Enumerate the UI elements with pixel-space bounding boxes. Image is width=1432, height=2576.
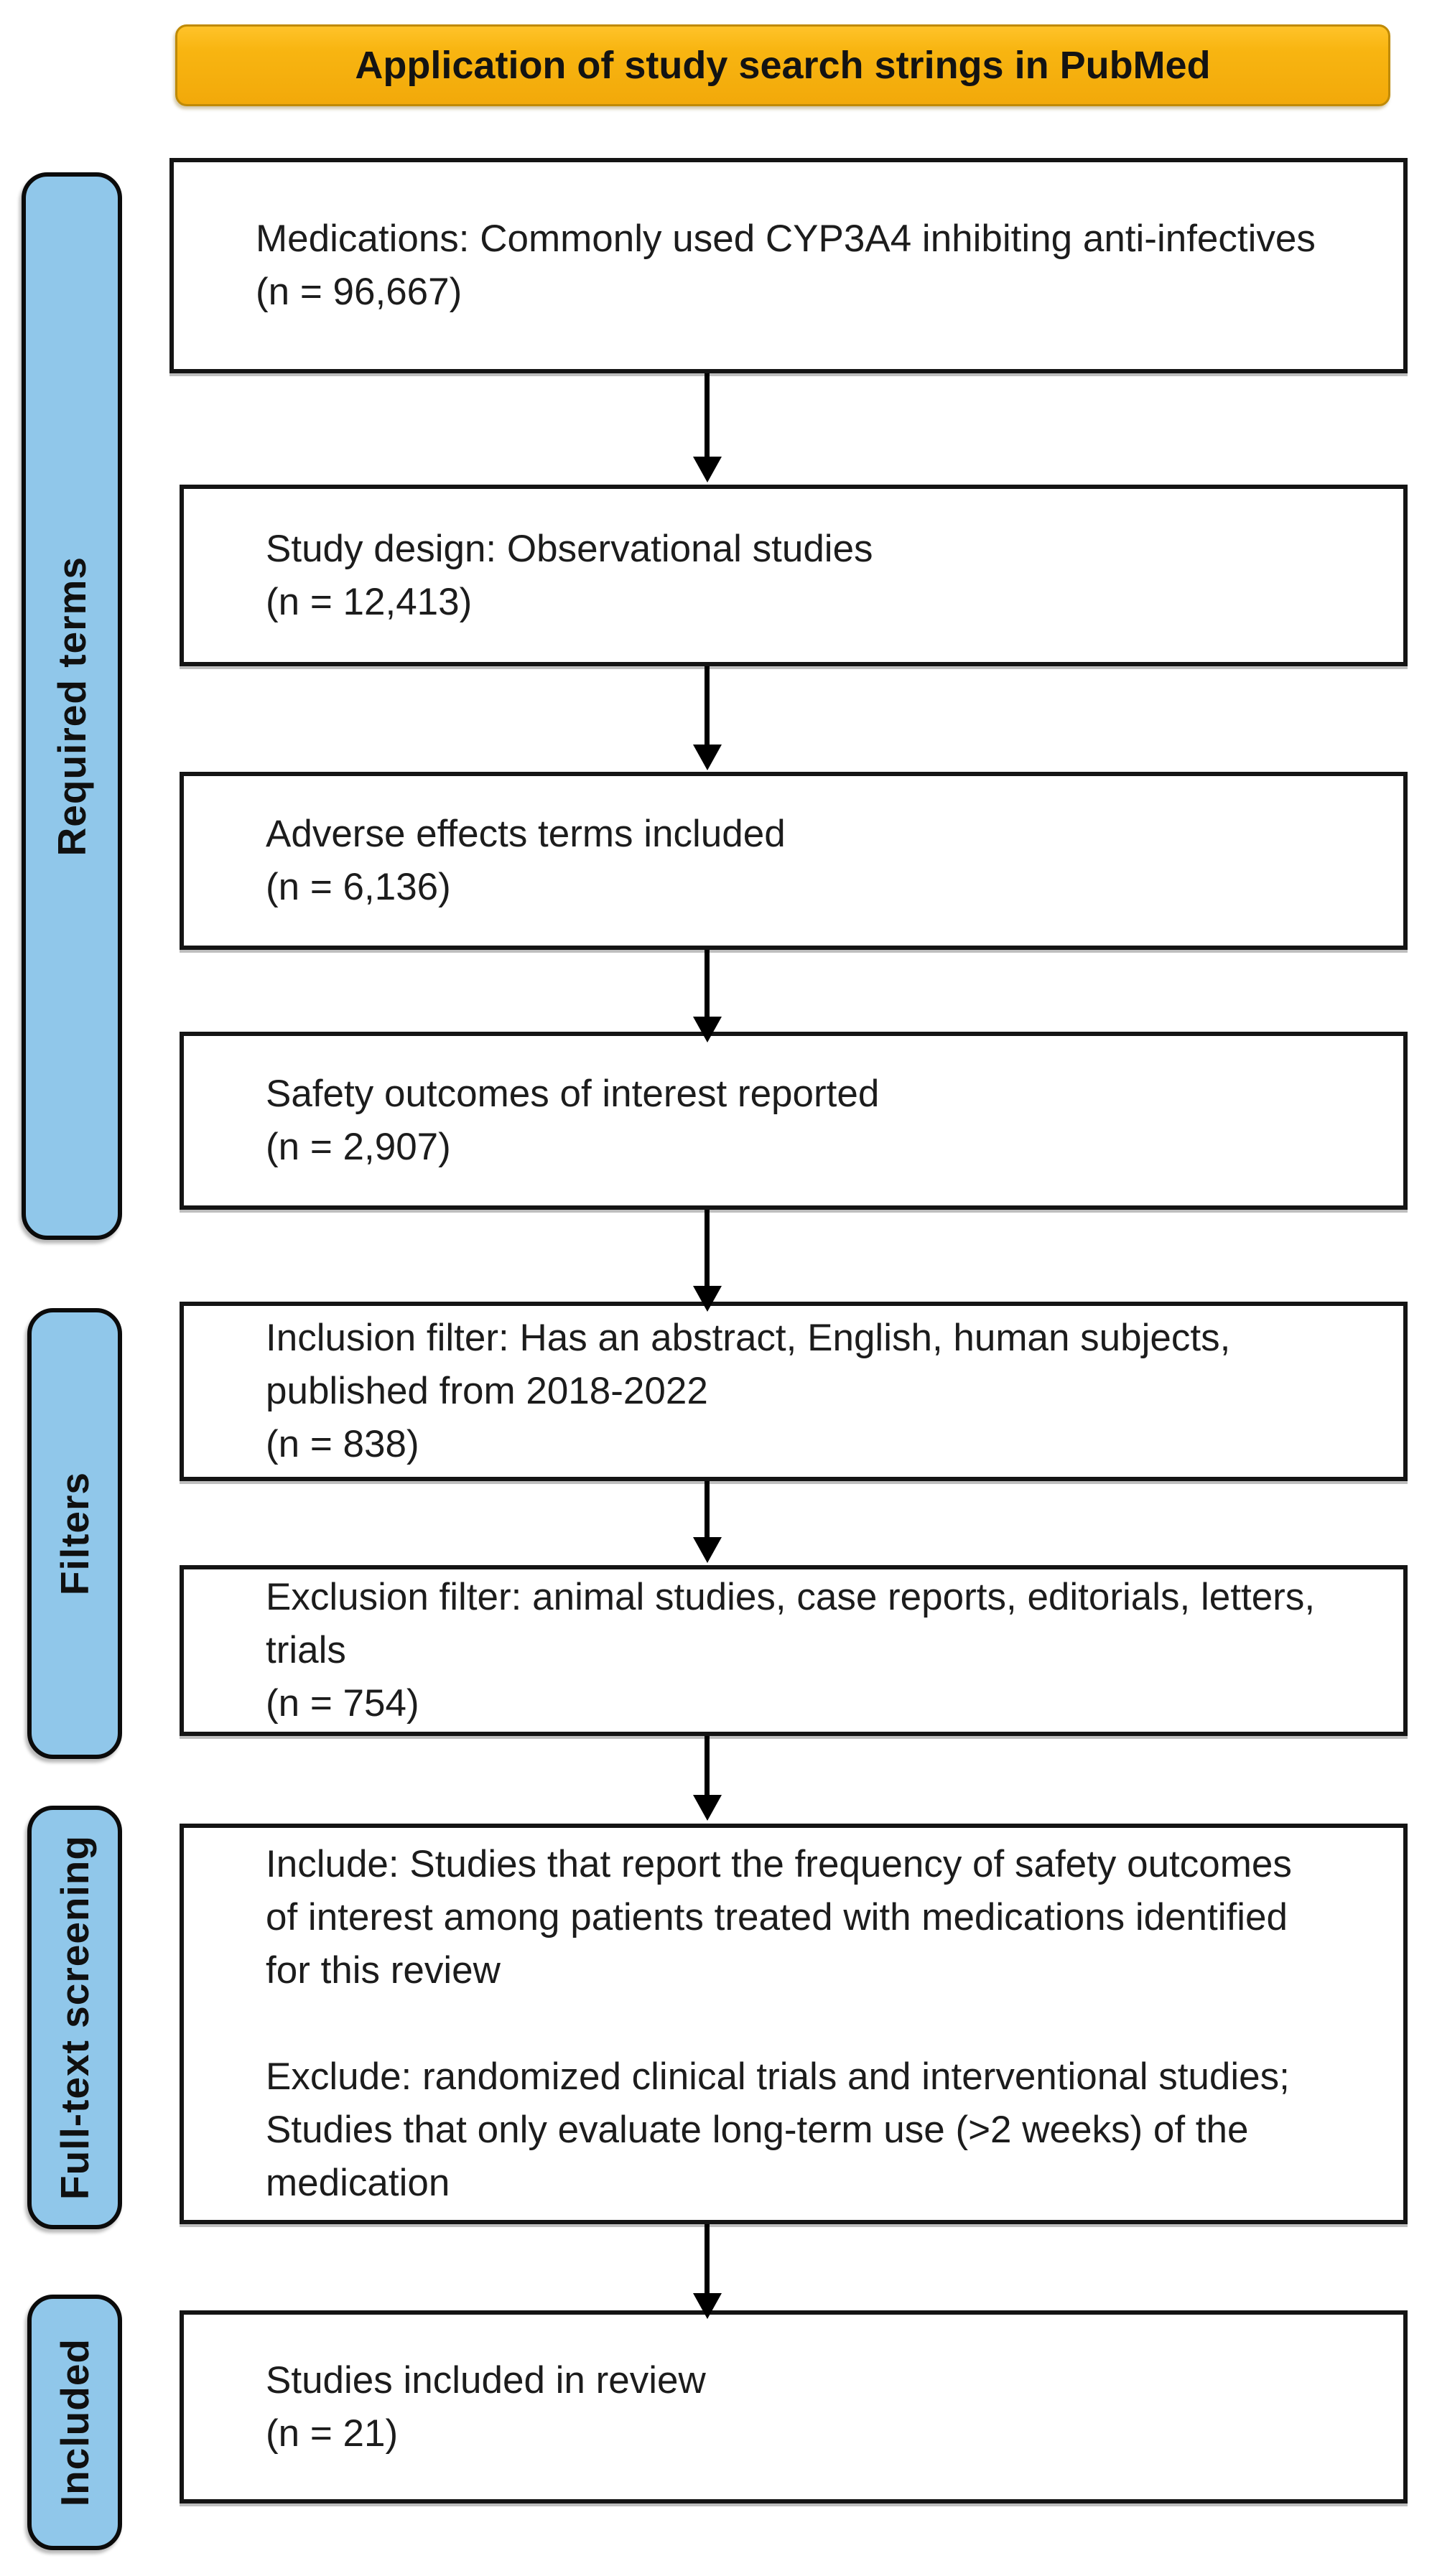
flow-box-medications: Medications: Commonly used CYP3A4 inhibi…: [169, 158, 1408, 373]
arrow-stem: [705, 950, 710, 1019]
flow-box-included-studies-text: Studies included in review (n = 21): [266, 2358, 706, 2455]
arrow-stem: [705, 1736, 710, 1797]
arrow-head-icon: [693, 1286, 722, 1312]
flow-box-full-text-criteria: Include: Studies that report the frequen…: [180, 1824, 1408, 2224]
flow-box-study-design-text: Study design: Observational studies (n =…: [266, 527, 873, 623]
flow-box-safety-outcomes-text: Safety outcomes of interest reported (n …: [266, 1073, 880, 1168]
down-arrow-4: [693, 1210, 722, 1312]
arrow-stem: [705, 666, 710, 747]
down-arrow-1: [693, 373, 722, 482]
side-label-required-terms: Required terms: [22, 172, 122, 1240]
flow-box-inclusion-filter-text: Inclusion filter: Has an abstract, Engli…: [266, 1317, 1231, 1465]
arrow-head-icon: [693, 745, 722, 770]
down-arrow-2: [693, 666, 722, 770]
down-arrow-7: [693, 2224, 722, 2319]
side-label-required-terms-text: Required terms: [50, 556, 94, 857]
flow-box-study-design: Study design: Observational studies (n =…: [180, 485, 1408, 666]
side-label-included-text: Included: [52, 2338, 97, 2507]
side-label-filters-text: Filters: [52, 1471, 97, 1596]
side-label-full-text-screening-text: Full-text screening: [52, 1835, 97, 2200]
flow-box-exclusion-filter: Exclusion filter: animal studies, case r…: [180, 1565, 1408, 1736]
arrow-head-icon: [693, 1017, 722, 1042]
arrow-head-icon: [693, 457, 722, 482]
arrow-head-icon: [693, 2293, 722, 2319]
flow-box-medications-text: Medications: Commonly used CYP3A4 inhibi…: [256, 218, 1316, 313]
arrow-stem: [705, 1481, 710, 1539]
side-label-filters: Filters: [27, 1308, 122, 1759]
side-label-included: Included: [27, 2295, 122, 2550]
title-banner: Application of study search strings in P…: [175, 24, 1390, 106]
side-label-full-text-screening: Full-text screening: [27, 1806, 122, 2229]
flow-box-exclusion-filter-text: Exclusion filter: animal studies, case r…: [266, 1576, 1316, 1725]
flow-box-adverse-effects: Adverse effects terms included (n = 6,13…: [180, 772, 1408, 950]
arrow-stem: [705, 373, 710, 459]
flow-box-inclusion-filter: Inclusion filter: Has an abstract, Engli…: [180, 1302, 1408, 1481]
flow-box-included-studies: Studies included in review (n = 21): [180, 2310, 1408, 2503]
title-banner-label: Application of study search strings in P…: [355, 44, 1211, 87]
arrow-head-icon: [693, 1795, 722, 1821]
down-arrow-5: [693, 1481, 722, 1563]
down-arrow-6: [693, 1736, 722, 1821]
arrow-stem: [705, 2224, 710, 2295]
arrow-head-icon: [693, 1537, 722, 1563]
flow-box-full-text-criteria-text: Include: Studies that report the frequen…: [266, 1843, 1292, 2204]
flow-box-adverse-effects-text: Adverse effects terms included (n = 6,13…: [266, 813, 786, 908]
flow-box-safety-outcomes: Safety outcomes of interest reported (n …: [180, 1032, 1408, 1210]
down-arrow-3: [693, 950, 722, 1042]
arrow-stem: [705, 1210, 710, 1288]
